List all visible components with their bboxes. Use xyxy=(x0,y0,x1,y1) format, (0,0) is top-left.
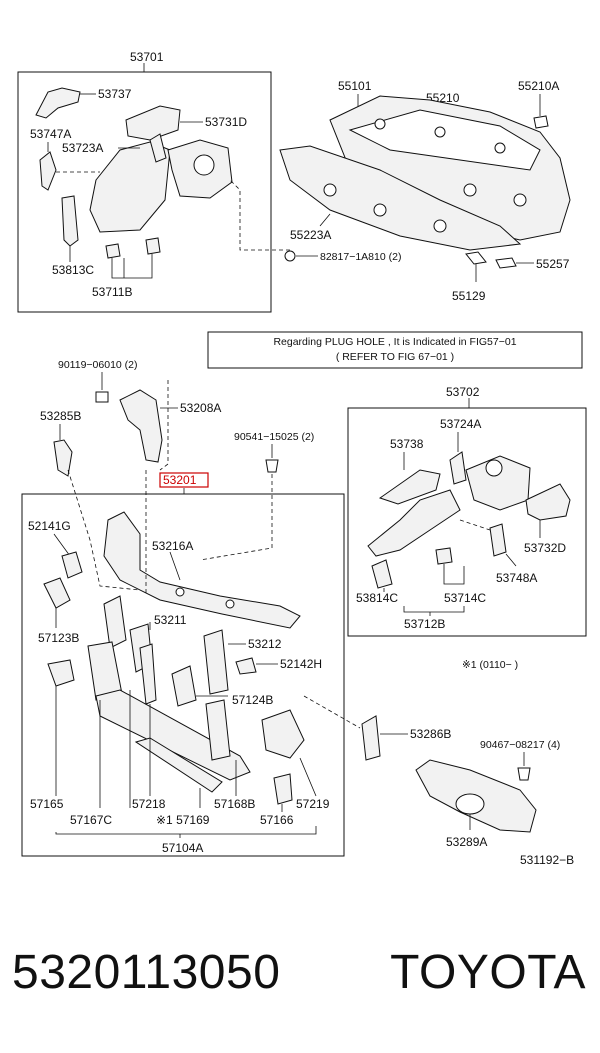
note-line-1: Regarding PLUG HOLE , It is Indicated in… xyxy=(273,336,516,348)
label-55129: 55129 xyxy=(452,289,486,303)
part-53216A-upper-support xyxy=(103,511,301,629)
figure-code: 531192−B xyxy=(520,853,574,867)
label-55257: 55257 xyxy=(536,257,570,271)
label-53723A: 53723A xyxy=(62,141,103,155)
part-53813C xyxy=(61,195,79,247)
label-52141G: 52141G xyxy=(28,519,71,533)
note-box xyxy=(207,331,583,369)
part-53748A xyxy=(489,523,507,557)
part-53747A xyxy=(39,151,57,191)
part-55257 xyxy=(495,257,517,269)
note-57169-date: ※1 (0110− ) xyxy=(462,659,518,671)
part-57166 xyxy=(273,773,293,805)
part-53208A xyxy=(119,389,163,463)
part-57168B xyxy=(205,699,231,761)
label-53201[interactable]: 53201 xyxy=(163,473,197,487)
highlight-box-53201 xyxy=(159,472,209,488)
brand-name: TOYOTA xyxy=(390,946,586,999)
part-55210A xyxy=(533,115,549,129)
label-53702: 53702 xyxy=(446,385,480,399)
note-line-2: ( REFER TO FIG 67−01 ) xyxy=(336,351,454,363)
part-57218 xyxy=(139,643,157,705)
label-53211: 53211 xyxy=(154,613,187,627)
label-53748A: 53748A xyxy=(496,571,537,585)
label-53738: 53738 xyxy=(390,437,424,451)
parts-diagram: 53701 53737 53731D 53747A 53723A 53813C … xyxy=(17,50,587,867)
label-55210A: 55210A xyxy=(518,79,559,93)
part-apron-right xyxy=(367,489,461,557)
label-53286B: 53286B xyxy=(410,727,451,741)
part-53738 xyxy=(378,469,441,505)
label-53216A: 53216A xyxy=(152,539,193,553)
label-53212: 53212 xyxy=(248,637,282,651)
assembly-box-53702 xyxy=(347,407,587,637)
label-53747A: 53747A xyxy=(30,127,71,141)
part-90541-bolt xyxy=(265,459,279,473)
label-53814C: 53814C xyxy=(356,591,398,605)
label-53712B: 53712B xyxy=(404,617,445,631)
label-53711B: 53711B xyxy=(92,285,132,299)
label-90541: 90541−15025 (2) xyxy=(234,431,314,443)
part-apron-left xyxy=(89,141,171,233)
label-57219: 57219 xyxy=(296,797,330,811)
part-53814C xyxy=(371,559,393,589)
assembly-box-53701 xyxy=(17,71,272,313)
part-53212 xyxy=(203,629,229,695)
part-57123B xyxy=(43,577,71,609)
label-53724A: 53724A xyxy=(440,417,481,431)
label-57169: ※1 57169 xyxy=(156,813,210,827)
part-53724A xyxy=(449,451,467,485)
part-53731D xyxy=(125,105,181,141)
part-57219 xyxy=(261,709,305,759)
label-53701: 53701 xyxy=(130,50,164,64)
label-57167C: 57167C xyxy=(70,813,112,827)
part-55129 xyxy=(465,251,487,265)
label-53732D: 53732D xyxy=(524,541,566,555)
label-57168B: 57168B xyxy=(214,797,255,811)
label-53731D: 53731D xyxy=(205,115,247,129)
part-57169 xyxy=(134,737,223,793)
part-53732D xyxy=(525,483,571,521)
label-53285B: 53285B xyxy=(40,409,81,423)
part-82817-clip xyxy=(284,250,296,262)
label-57166: 57166 xyxy=(260,813,294,827)
label-55101: 55101 xyxy=(338,79,372,93)
part-bracket-center xyxy=(103,595,127,649)
label-52142H: 52142H xyxy=(280,657,322,671)
part-52141G xyxy=(61,551,83,579)
label-53813C: 53813C xyxy=(52,263,94,277)
label-57104A: 57104A xyxy=(162,841,203,855)
label-57124B: 57124B xyxy=(232,693,273,707)
label-57218: 57218 xyxy=(132,797,166,811)
part-55223A-insulator xyxy=(279,145,522,251)
part-53714C xyxy=(435,547,453,565)
assembly-box-53201 xyxy=(21,493,345,857)
part-90119-bolt xyxy=(95,391,109,403)
label-82817: 82817−1A810 (2) xyxy=(320,251,401,263)
part-number: 5320113050 xyxy=(12,946,281,999)
label-53737: 53737 xyxy=(98,87,132,101)
part-52142H xyxy=(235,657,257,675)
label-55223A: 55223A xyxy=(290,228,331,242)
part-53737 xyxy=(35,87,81,119)
part-90467-clip xyxy=(517,767,531,781)
label-90119: 90119−06010 (2) xyxy=(58,359,138,371)
label-57123B: 57123B xyxy=(38,631,79,645)
part-53286B xyxy=(361,715,381,761)
label-90467: 90467−08217 (4) xyxy=(480,739,560,751)
label-53714C: 53714C xyxy=(444,591,486,605)
part-57165 xyxy=(47,659,75,687)
label-57165: 57165 xyxy=(30,797,64,811)
part-57124B xyxy=(171,665,197,707)
label-53289A: 53289A xyxy=(446,835,487,849)
part-53285B xyxy=(53,439,73,477)
label-53208A: 53208A xyxy=(180,401,221,415)
